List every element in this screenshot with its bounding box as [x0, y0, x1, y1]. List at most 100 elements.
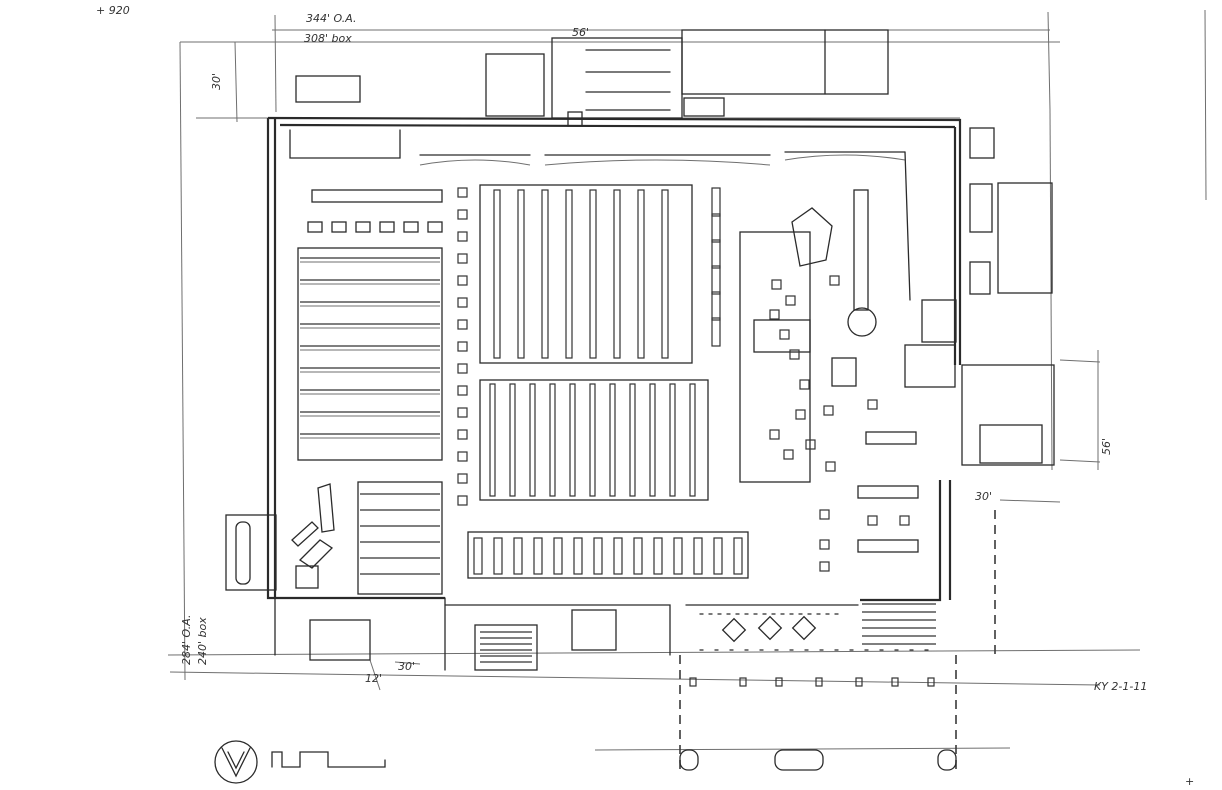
floor-fixture	[829, 275, 840, 286]
dimension-lines	[167, 9, 1207, 751]
front-entrance	[679, 510, 996, 771]
vertical-gondola	[509, 383, 516, 497]
bottom-small-label: 12'	[365, 672, 382, 685]
sw-service-area	[225, 483, 617, 671]
floor-fixture	[769, 309, 780, 320]
gondola-end	[673, 537, 683, 575]
floor-fixture	[785, 295, 796, 306]
gondola-end	[573, 537, 583, 575]
bollard	[891, 677, 899, 687]
gondola-end	[593, 537, 603, 575]
floor-fixture	[457, 385, 468, 396]
floor-fixture	[819, 561, 830, 572]
right-dim-label: 56'	[1100, 438, 1113, 455]
vertical-gondola	[493, 189, 501, 359]
gondola-end	[733, 537, 743, 575]
floor-fixture	[457, 495, 468, 506]
floor-fixture	[867, 399, 878, 410]
centre-aisles	[457, 184, 721, 506]
left-overall-label: 284' O.A.	[180, 615, 193, 665]
gondola-end	[473, 537, 483, 575]
south-gondolas	[467, 531, 749, 579]
right-small-label: 30'	[975, 490, 992, 503]
north-arrow	[214, 740, 258, 784]
left-dim-label: 30'	[210, 73, 223, 90]
floor-fixture	[819, 509, 830, 520]
vertical-gondola	[517, 189, 525, 359]
scale-bar	[271, 751, 386, 768]
gondola-end	[713, 537, 723, 575]
signature-label: KY 2-1-11	[1094, 680, 1147, 693]
floor-fixture	[711, 291, 721, 321]
vertical-gondola	[569, 383, 576, 497]
floor-fixture	[711, 317, 721, 347]
nw-display-row	[307, 189, 443, 233]
vertical-gondola	[489, 383, 496, 497]
floor-fixture	[867, 515, 878, 526]
floor-fixture	[795, 409, 806, 420]
gondola-end	[513, 537, 523, 575]
vertical-gondola	[541, 189, 549, 359]
west-gondolas	[297, 247, 443, 595]
gondola-end	[613, 537, 623, 575]
top-dock-label: 56'	[572, 26, 589, 39]
vertical-gondola	[649, 383, 656, 497]
floor-fixture	[823, 405, 834, 416]
floor-fixture	[457, 341, 468, 352]
bollard	[855, 677, 863, 687]
bottom-dim-label: 30'	[398, 660, 415, 673]
bottom-corner-label: +	[1185, 775, 1194, 788]
top-corner-label: + 920	[96, 4, 130, 17]
floor-fixture	[819, 539, 830, 550]
floor-fixture	[457, 451, 468, 462]
vertical-gondola	[689, 383, 696, 497]
vertical-gondola	[529, 383, 536, 497]
floor-fixture	[457, 429, 468, 440]
gondola-end	[653, 537, 663, 575]
floor-fixture	[457, 363, 468, 374]
floor-fixture	[825, 461, 836, 472]
floor-fixture	[711, 265, 721, 295]
vertical-gondola	[669, 383, 676, 497]
left-box-label: 240' box	[196, 617, 209, 665]
vertical-gondola	[549, 383, 556, 497]
east-departments	[739, 189, 919, 572]
vertical-gondola	[613, 189, 621, 359]
top-box-label: 308' box	[304, 32, 352, 45]
vertical-gondola	[589, 189, 597, 359]
floor-fixture	[779, 329, 790, 340]
vertical-gondola	[629, 383, 636, 497]
floor-fixture	[457, 231, 468, 242]
floor-fixture	[711, 239, 721, 269]
floor-fixture	[457, 407, 468, 418]
gondola-end	[633, 537, 643, 575]
north-dock-area	[289, 29, 911, 301]
floor-fixture	[711, 187, 721, 217]
east-rooms	[904, 127, 1055, 466]
bollard	[927, 677, 935, 687]
vertical-gondola	[637, 189, 645, 359]
gondola-end	[693, 537, 703, 575]
floor-fixture	[799, 379, 810, 390]
floor-fixture	[457, 275, 468, 286]
bollard	[815, 677, 823, 687]
floor-fixture	[457, 187, 468, 198]
vertical-gondola	[609, 383, 616, 497]
vertical-gondola	[565, 189, 573, 359]
bollard	[775, 677, 783, 687]
gondola-end	[493, 537, 503, 575]
top-overall-label: 344' O.A.	[306, 12, 356, 25]
gondola-end	[533, 537, 543, 575]
bollard	[739, 677, 747, 687]
floor-fixture	[457, 473, 468, 484]
bollard	[689, 677, 697, 687]
floor-fixture	[457, 209, 468, 220]
floor-fixture	[789, 349, 800, 360]
vertical-gondola	[589, 383, 596, 497]
floor-fixture	[783, 449, 794, 460]
floor-fixture	[711, 213, 721, 243]
floor-fixture	[457, 253, 468, 264]
floor-fixture	[805, 439, 816, 450]
vertical-gondola	[661, 189, 669, 359]
building-walls	[266, 116, 962, 671]
